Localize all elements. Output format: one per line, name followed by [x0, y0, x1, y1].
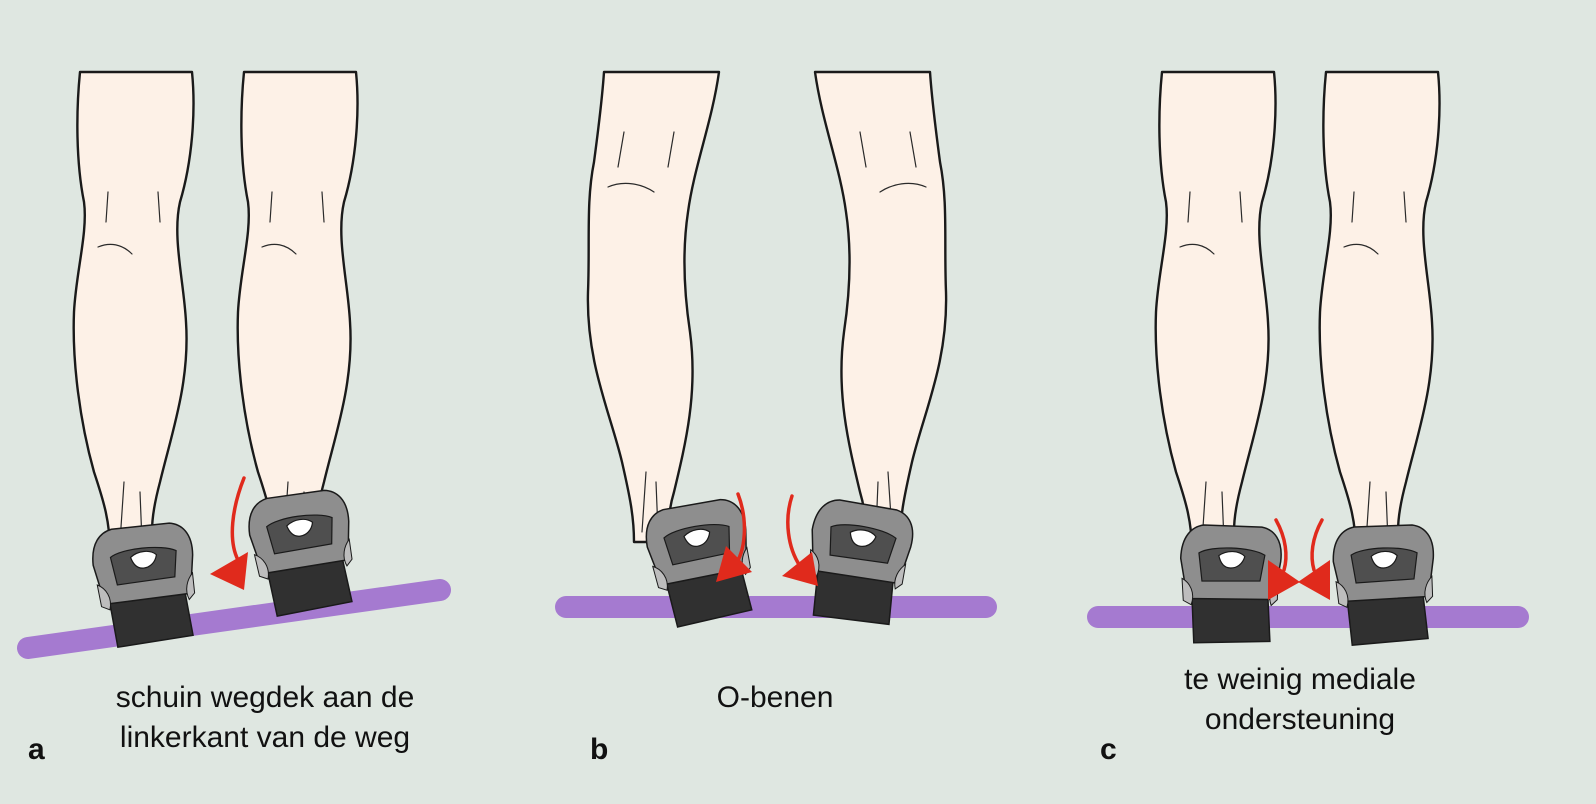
panel-b-caption: O-benen: [680, 678, 870, 718]
panel-a-drawing: [17, 70, 451, 659]
panel-c-letter: c: [1100, 733, 1117, 766]
rotation-arrow-icon: [210, 476, 248, 590]
left-leg: [1154, 70, 1283, 647]
panel-a-letter: a: [28, 733, 45, 766]
right-leg: [236, 70, 362, 620]
caption-line: te weinig mediale: [1184, 663, 1416, 696]
panel-b-drawing: [555, 70, 997, 631]
right-leg: [1318, 70, 1441, 647]
panel-c-caption: te weinig mediale ondersteuning: [1150, 660, 1450, 740]
caption-line: ondersteuning: [1204, 703, 1396, 736]
road-sloped: [17, 579, 451, 659]
left-leg: [72, 70, 203, 650]
right-leg: [796, 70, 948, 631]
caption-line: O-benen: [716, 681, 834, 714]
panel-a-caption: schuin wegdek aan de linkerkant van de w…: [100, 678, 430, 758]
left-leg: [586, 70, 762, 631]
rotation-arrow-left-icon: [716, 492, 752, 582]
rotation-arrow-right-icon: [782, 494, 818, 586]
inward-arrow-right-icon: [1298, 518, 1330, 600]
inward-arrow-left-icon: [1268, 518, 1300, 600]
right-shoe: [244, 486, 362, 620]
caption-line: linkerkant van de weg: [119, 721, 411, 754]
left-shoe: [1177, 523, 1283, 647]
panel-b-letter: b: [590, 733, 609, 766]
panel-c-drawing: [1087, 70, 1529, 647]
caption-line: schuin wegdek aan de: [115, 681, 415, 714]
